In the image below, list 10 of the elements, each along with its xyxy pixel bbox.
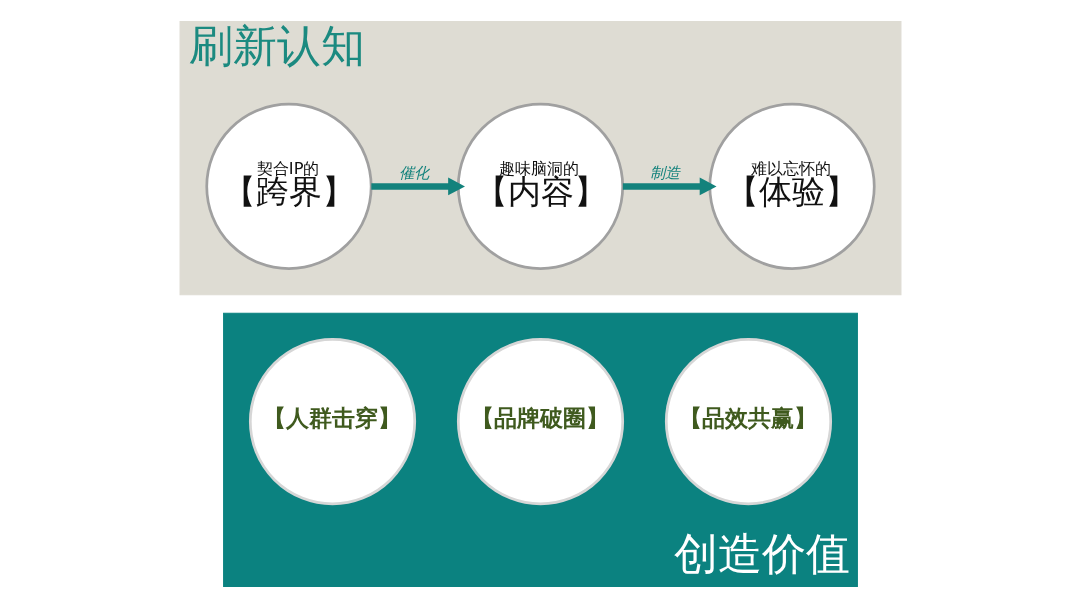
arrow <box>622 177 716 196</box>
node-circle: 契合IP的 【跨界】 <box>204 102 373 270</box>
node-circle: 【人群击穿】 <box>248 338 416 506</box>
node-circle: 【品效共赢】 <box>664 338 832 506</box>
node-circle: 难以忘怀的 【体验】 <box>707 102 876 270</box>
edge-label: 制造 <box>649 163 680 182</box>
edge-label: 催化 <box>398 163 429 182</box>
arrow <box>370 177 465 196</box>
node-circle: 趣味脑洞的 【内容】 <box>456 102 624 270</box>
node-circle: 【品牌破圈】 <box>456 338 624 506</box>
